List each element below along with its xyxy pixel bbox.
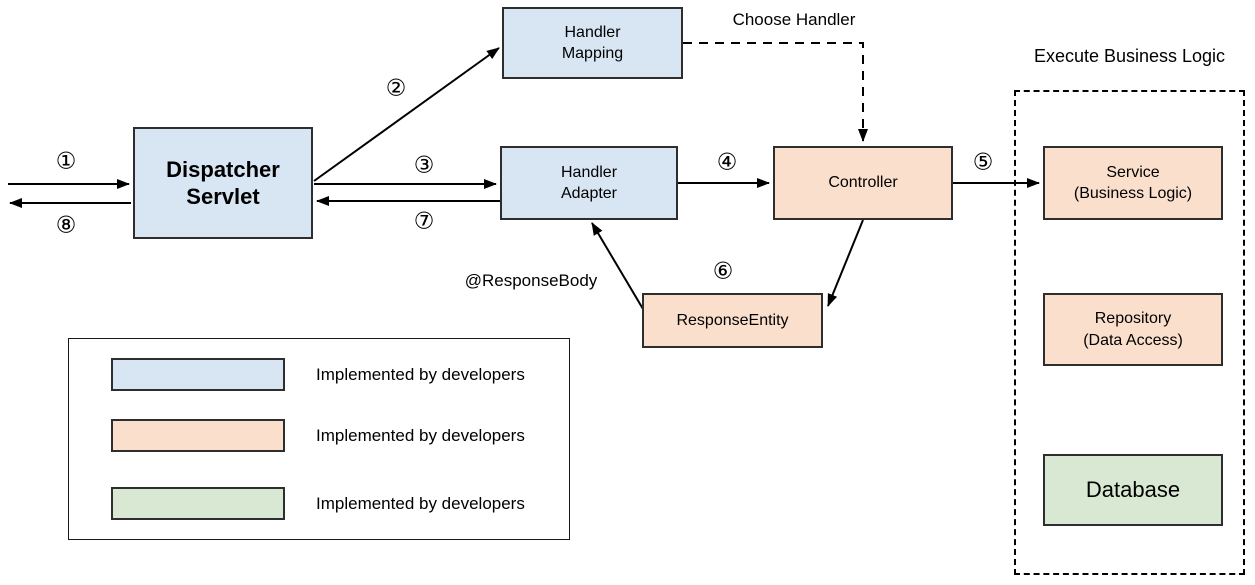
- node-database: Database: [1043, 454, 1223, 526]
- node-handler-mapping: Handler Mapping: [502, 7, 683, 79]
- legend-swatch-blue: [111, 358, 285, 391]
- legend-label: Implemented by developers: [316, 364, 525, 384]
- node-label: ResponseEntity: [676, 311, 789, 329]
- node-label: Handler: [560, 163, 618, 181]
- node-label: Controller: [828, 174, 898, 192]
- node-controller: Controller: [773, 146, 953, 220]
- legend-swatch-green: [111, 487, 285, 520]
- legend-swatch-peach: [111, 419, 285, 452]
- node-label: Service: [1106, 163, 1160, 181]
- node-handler-adapter: Handler Adapter: [500, 146, 678, 220]
- legend-label: Implemented by developers: [316, 425, 525, 445]
- node-service: Service (Business Logic): [1043, 146, 1223, 220]
- legend-item: Implemented by developers: [111, 419, 525, 452]
- step-8-badge: ⑧: [55, 212, 77, 239]
- arrow-responsebody-to-adapter: [591, 222, 644, 310]
- step-7-badge: ⑦: [413, 208, 435, 235]
- node-label: Dispatcher: [166, 156, 280, 182]
- legend-box: Implemented by developers Implemented by…: [68, 338, 570, 540]
- node-label: Database: [1085, 477, 1181, 503]
- node-label: Repository: [1094, 310, 1172, 328]
- label-choose-handler: Choose Handler: [732, 10, 856, 29]
- arrow-step6-to-responseentity: [827, 219, 864, 307]
- node-response-entity: ResponseEntity: [642, 293, 823, 348]
- node-label: Adapter: [560, 185, 618, 202]
- arrow-step2-to-handler-mapping: [313, 47, 500, 182]
- legend-label: Implemented by developers: [316, 493, 525, 513]
- group-box-business-logic: [1014, 90, 1245, 575]
- node-label: (Business Logic): [1073, 185, 1193, 202]
- legend-item: Implemented by developers: [111, 487, 525, 520]
- node-label: Servlet: [186, 184, 260, 209]
- step-4-badge: ④: [716, 149, 738, 176]
- node-label: Handler: [564, 23, 621, 41]
- legend-item: Implemented by developers: [111, 358, 525, 391]
- arrow-choose-handler-dashed: [683, 42, 868, 142]
- step-3-badge: ③: [413, 152, 435, 179]
- node-dispatcher-servlet: Dispatcher Servlet: [133, 127, 313, 239]
- node-label: (Data Access): [1083, 331, 1183, 349]
- step-2-badge: ②: [385, 75, 407, 102]
- step-6-badge: ⑥: [712, 258, 734, 285]
- group-title-execute-business-logic: Execute Business Logic: [1033, 46, 1226, 66]
- label-response-body: @ResponseBody: [464, 271, 598, 290]
- node-repository: Repository (Data Access): [1043, 293, 1223, 366]
- node-label: Mapping: [561, 45, 624, 62]
- step-5-badge: ⑤: [972, 149, 994, 176]
- step-1-badge: ①: [55, 148, 77, 175]
